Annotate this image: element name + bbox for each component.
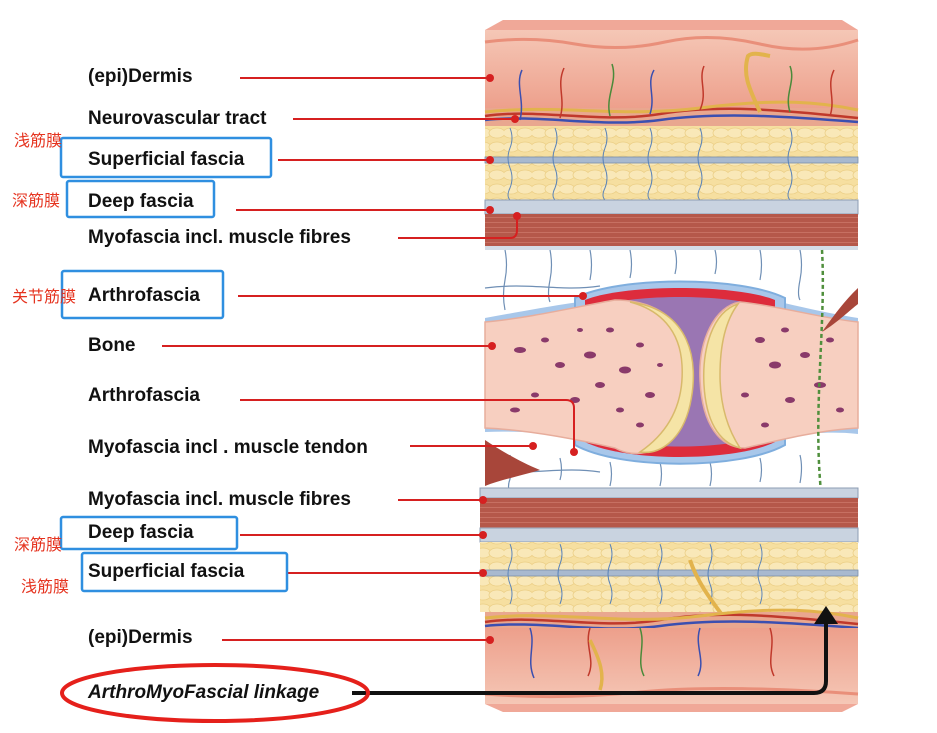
bottom-tissue-stack [479,487,859,712]
annotation-cn-superficial-top: 浅筋膜 [14,131,63,150]
label-deep-fascia-bottom: Deep fascia [88,522,194,543]
label-arthrofascia-1: Arthrofascia [88,285,200,306]
superficial-fascia-top-membrane [484,156,859,164]
label-arthrofascia-2: Arthrofascia [88,385,200,406]
joint [484,249,859,681]
label-neurovascular-tract: Neurovascular tract [88,108,267,129]
bone-marrow-spots [510,327,844,428]
tendon-right [822,288,858,332]
cartilage-right [703,302,742,450]
annotation-cn-arthrofascia: 关节筋膜 [12,287,77,306]
muscle-top-layer [485,214,858,248]
tendon-left [485,440,540,486]
leader-dots [479,74,587,644]
label-superficial-fascia-top: Superficial fascia [88,149,245,170]
connective-threads [484,249,803,494]
linkage-arrow [352,606,838,695]
bone-left [484,299,694,455]
highlight-box-deep-top [65,179,216,219]
label-myofascia-fibres-top: Myofascia incl. muscle fibres [88,227,351,248]
highlight-box-deep-bottom [59,515,239,551]
muscle-bottom-layer [480,498,858,528]
highlight-box-superficial-bottom [80,551,289,593]
highlight-boxes [59,136,289,593]
deep-fascia-bottom-layer [479,527,859,543]
highlight-box-superficial-top [59,136,273,179]
label-superficial-fascia-bottom: Superficial fascia [88,561,245,582]
label-deep-fascia-top: Deep fascia [88,191,194,212]
highlight-box-arthrofascia [60,269,225,320]
label-myofascia-fibres-bottom: Myofascia incl. muscle fibres [88,489,351,510]
annotation-cn-deep-bottom: 深筋膜 [14,535,63,554]
label-epidermis-top: (epi)Dermis [88,66,193,87]
annotation-cn-deep-top: 深筋膜 [12,191,61,210]
dermis-top-layer [485,30,858,110]
label-myofascia-tendon: Myofascia incl . muscle tendon [88,437,368,458]
linkage-highlight-ellipse [60,663,370,723]
label-arthromyofascial-linkage: ArthroMyoFascial linkage [88,682,320,703]
label-bone: Bone [88,335,136,356]
label-epidermis-bottom: (epi)Dermis [88,627,193,648]
superficial-fascia-bottom-fat [480,542,858,612]
top-tissue-stack [484,20,859,250]
leader-lines [162,77,583,641]
deep-fascia-top-layer [484,199,859,215]
annotation-cn-superficial-bottom: 浅筋膜 [21,577,70,596]
cartilage-left [629,301,695,454]
dermis-top-edge [485,20,858,30]
